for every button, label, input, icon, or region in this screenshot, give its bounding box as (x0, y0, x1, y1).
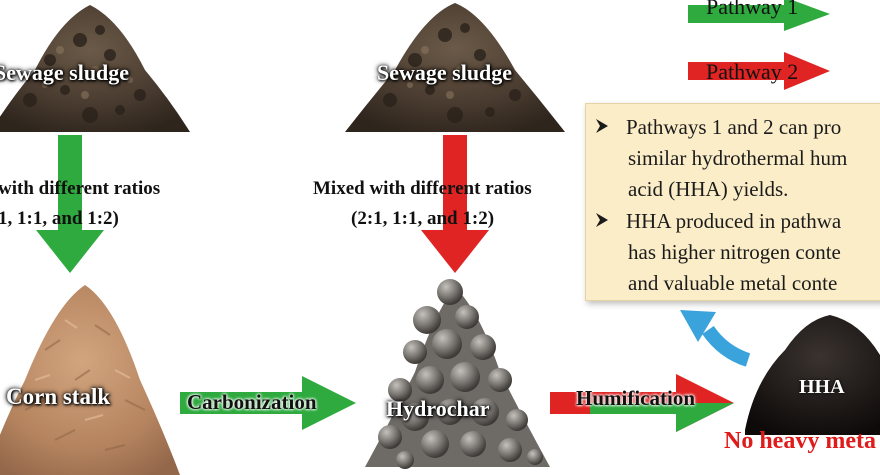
sewage-sludge-label-right: Sewage sludge (377, 60, 513, 85)
humification-label: Humification (576, 386, 695, 410)
carbonization-arrow (180, 376, 356, 430)
sewage-sludge-pile-left-image (0, 5, 190, 132)
hha-label: HHA (799, 376, 845, 398)
corn-stalk-pile-image (0, 285, 180, 475)
hha-pile-image (745, 315, 880, 435)
pathway2-legend-label: Pathway 2 (706, 59, 799, 84)
pathway1-legend-label: Pathway 1 (706, 0, 799, 19)
no-heavy-metal-warning: No heavy meta (724, 428, 876, 454)
mix-ratio-text-left: with different ratios 1, 1:1, and 1:2) (0, 178, 161, 229)
arrow-bullet-icon (594, 112, 626, 143)
pathway1-legend-arrow (688, 0, 830, 31)
pathway1-down-arrow (36, 135, 104, 273)
hydrochar-label: Hydrochar (386, 396, 490, 421)
sewage-sludge-label-left: Sewage sludge (0, 60, 130, 85)
finding-item-1: Pathways 1 and 2 can pro similar hydroth… (594, 112, 847, 205)
pathway2-down-arrow (421, 135, 489, 273)
hydrochar-pile-image (365, 279, 550, 469)
pathway2-legend-arrow (688, 52, 830, 90)
arrow-bullet-icon (594, 206, 626, 237)
finding-item-2: HHA produced in pathwa has higher nitrog… (594, 206, 841, 299)
corn-stalk-label: Corn stalk (6, 384, 111, 409)
feedback-curved-arrow (680, 310, 751, 367)
mix-ratio-text-right: Mixed with different ratios (2:1, 1:1, a… (313, 178, 532, 229)
carbonization-label: Carbonization (187, 390, 317, 414)
findings-box: Pathways 1 and 2 can pro similar hydroth… (585, 103, 880, 301)
humification-arrow (550, 374, 734, 432)
sewage-sludge-pile-right-image (345, 3, 565, 132)
